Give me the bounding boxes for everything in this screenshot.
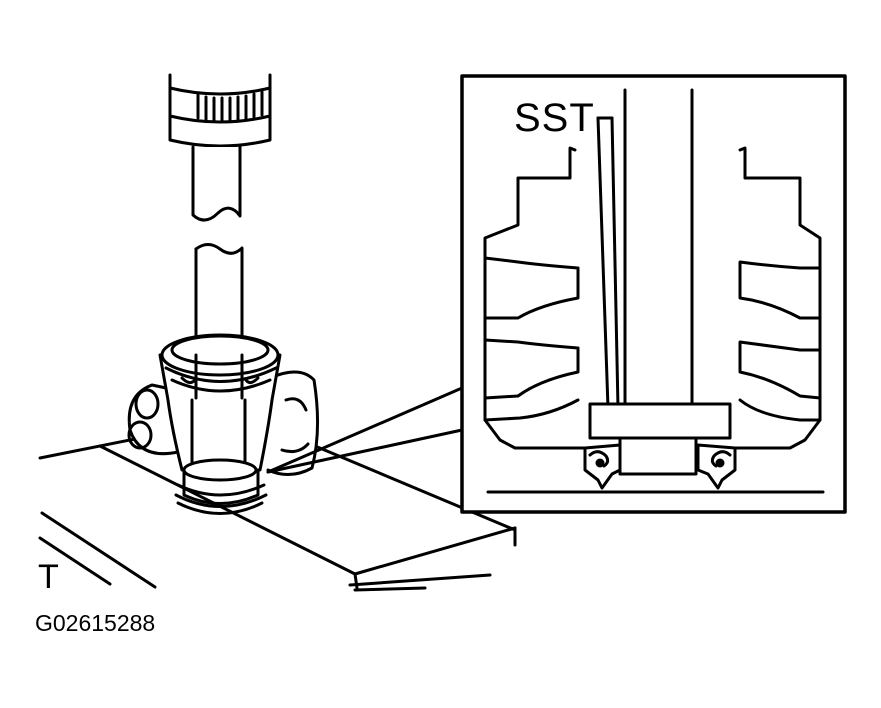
figure-code: G02615288: [35, 610, 156, 636]
press-shaft-lower: [194, 243, 244, 357]
press-shaft-upper: [191, 145, 242, 222]
detail-view: [460, 74, 847, 514]
detail-leader: [266, 386, 464, 474]
sst-label: SST: [514, 96, 595, 140]
work-bench: [38, 430, 517, 592]
press-head: [168, 73, 272, 148]
valve-body: [127, 333, 320, 515]
t-label: T: [38, 558, 59, 596]
